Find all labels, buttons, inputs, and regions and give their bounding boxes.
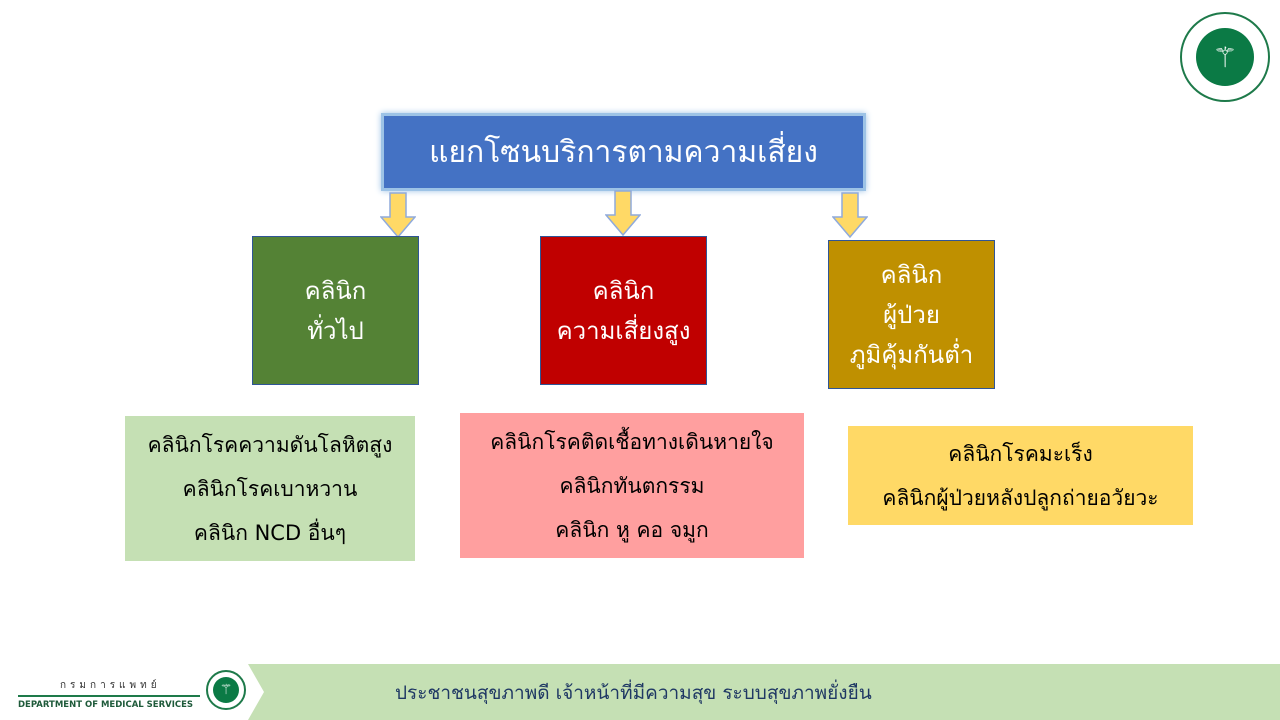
clinic-general: คลินิก ทั่วไป bbox=[252, 236, 419, 385]
subclinic-item: คลินิกโรคความดันโลหิตสูง bbox=[147, 432, 393, 457]
subclinic-item: คลินิกโรคเบาหวาน bbox=[182, 476, 358, 501]
clinic-label: ภูมิคุ้มกันต่ำ bbox=[849, 340, 974, 369]
arrow-down-icon bbox=[380, 192, 416, 238]
divider bbox=[18, 695, 200, 697]
subclinic-list-immunocompromised: คลินิกโรคมะเร็ง คลินิกผู้ป่วยหลังปลูกถ่า… bbox=[848, 426, 1193, 525]
footer-band bbox=[248, 664, 1280, 720]
subclinic-item: คลินิกโรคติดเชื้อทางเดินหายใจ bbox=[490, 429, 774, 454]
subclinic-item: คลินิกโรคมะเร็ง bbox=[948, 441, 1093, 466]
clinic-label: คลินิก bbox=[592, 276, 655, 305]
subclinic-item: คลินิก หู คอ จมูก bbox=[555, 517, 709, 542]
subclinic-item: คลินิกทันตกรรม bbox=[559, 473, 705, 498]
clinic-label: คลินิก bbox=[304, 276, 367, 305]
clinic-immunocompromised: คลินิก ผู้ป่วย ภูมิคุ้มกันต่ำ bbox=[828, 240, 995, 389]
page-title: แยกโซนบริการตามความเสี่ยง bbox=[381, 113, 866, 191]
arrow-down-icon bbox=[605, 190, 641, 236]
department-logo: ⚚ bbox=[206, 670, 246, 710]
slogan: ประชาชนสุขภาพดี เจ้าหน้าที่มีความสุข ระบ… bbox=[395, 682, 872, 704]
subclinic-list-high-risk: คลินิกโรคติดเชื้อทางเดินหายใจ คลินิกทันต… bbox=[460, 413, 804, 558]
footer: กรมการแพทย์ DEPARTMENT OF MEDICAL SERVIC… bbox=[0, 664, 1280, 720]
subclinic-item: คลินิกผู้ป่วยหลังปลูกถ่ายอวัยวะ bbox=[882, 485, 1159, 510]
clinic-label: ผู้ป่วย bbox=[883, 300, 940, 329]
department-name-thai: กรมการแพทย์ bbox=[60, 680, 161, 691]
clinic-label: คลินิก bbox=[880, 260, 943, 289]
department-name-english: DEPARTMENT OF MEDICAL SERVICES bbox=[18, 700, 194, 710]
arrow-down-icon bbox=[832, 192, 868, 238]
clinic-label: ทั่วไป bbox=[307, 316, 364, 345]
subclinic-item: คลินิก NCD อื่นๆ bbox=[193, 520, 347, 545]
clinic-label: ความเสี่ยงสูง bbox=[556, 316, 691, 345]
clinic-high-risk: คลินิก ความเสี่ยงสูง bbox=[540, 236, 707, 385]
subclinic-list-general: คลินิกโรคความดันโลหิตสูง คลินิกโรคเบาหวา… bbox=[125, 416, 415, 561]
ministry-of-public-health-logo: ⚚ bbox=[1180, 12, 1270, 102]
